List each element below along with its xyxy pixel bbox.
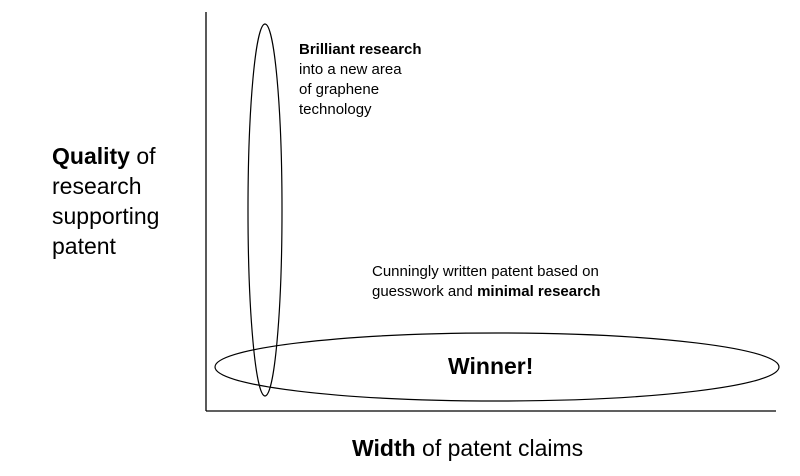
y-axis-label-line-4: patent — [52, 233, 116, 259]
y-axis-label-line-3: supporting — [52, 203, 160, 229]
cunning-patent-line-2-prefix: guesswork and — [372, 283, 478, 300]
y-axis-label-bold: Quality — [52, 143, 130, 169]
y-axis-label-line-2: research — [52, 173, 142, 199]
y-axis-label: Quality of research supporting patent — [52, 141, 159, 261]
y-axis-label-rest: of — [129, 143, 156, 169]
cunning-patent-line-1: Cunningly written patent based on — [372, 263, 599, 280]
winner-label: Winner! — [448, 353, 534, 379]
wide-low-quality-ellipse — [214, 332, 780, 402]
x-axis-label-bold: Width — [352, 435, 416, 461]
brilliant-research-line-4: technology — [299, 101, 372, 118]
brilliant-research-heading: Brilliant research — [299, 41, 422, 58]
brilliant-research-line-2: into a new area — [299, 61, 402, 78]
cunning-patent-line-2-bold: minimal research — [477, 283, 601, 300]
brilliant-research-annotation: Brilliant research into a new area of gr… — [299, 40, 422, 120]
cunning-patent-annotation: Cunningly written patent based on guessw… — [372, 262, 600, 302]
x-axis-label: Width of patent claims — [352, 433, 583, 463]
brilliant-research-line-3: of graphene — [299, 81, 380, 98]
x-axis-label-rest: of patent claims — [415, 435, 584, 461]
narrow-high-quality-ellipse — [247, 23, 283, 397]
